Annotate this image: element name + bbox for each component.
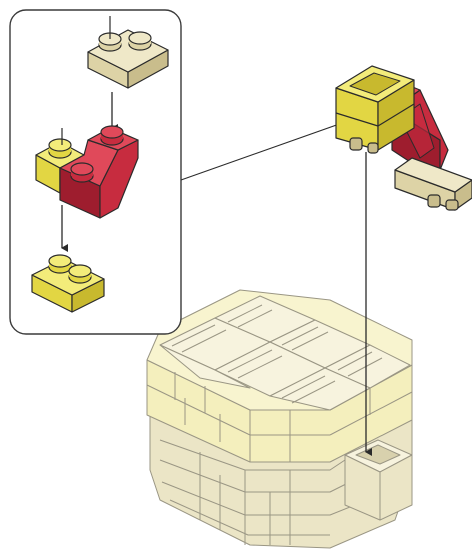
base-upper-bricks — [146, 372, 413, 462]
assembled-base-structure — [146, 289, 413, 549]
yellow-red-bracket-assembly — [35, 125, 139, 219]
callout-leader-line — [180, 121, 346, 181]
base-lower-bricks — [159, 439, 356, 545]
base-top-tiles — [159, 295, 411, 411]
tan-1x2-plate — [87, 16, 169, 89]
yellow-1x2-plate — [31, 254, 105, 313]
base-target-slot — [344, 439, 413, 521]
assembled-subpart — [335, 65, 472, 211]
